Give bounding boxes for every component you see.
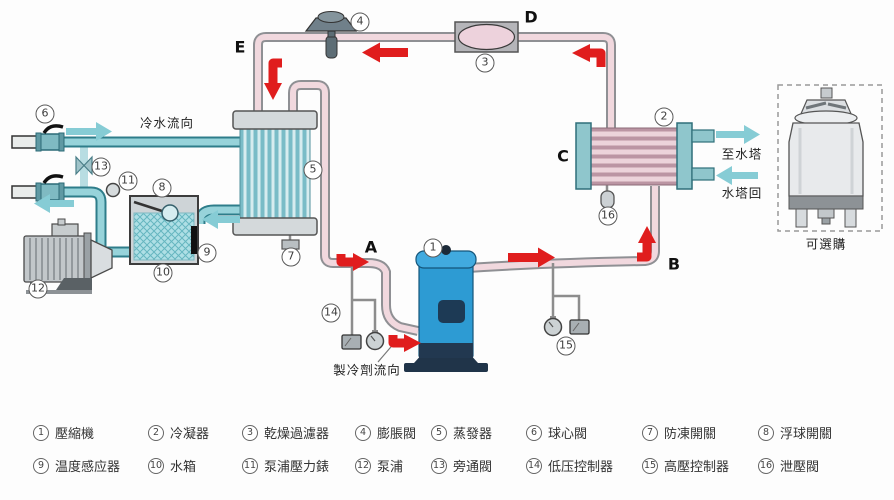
water-tank xyxy=(129,195,199,265)
cooling-tower-return-label: 水塔回 xyxy=(721,185,763,201)
legend-num: 7 xyxy=(642,424,658,441)
optional-purchase-label: 可選購 xyxy=(805,236,847,252)
legend-item-ball-valve: 6 球心閥 xyxy=(526,424,588,442)
legend-item-pump-pressure-gauge: 11 泵浦壓力錶 xyxy=(242,457,330,475)
drier-filter xyxy=(454,21,519,53)
badge-pump-pressure-gauge: 11 xyxy=(118,171,138,191)
legend-label: 防凍開關 xyxy=(664,427,717,442)
legend-label: 乾燥過濾器 xyxy=(264,427,330,442)
refrigerant-piping xyxy=(253,32,660,336)
legend-num: 1 xyxy=(33,424,49,441)
legend-num: 6 xyxy=(526,424,542,441)
legend-label: 泵浦 xyxy=(377,460,404,475)
chilled-water-piping xyxy=(30,136,240,258)
legend-item-compressor: 1 壓縮機 xyxy=(33,424,95,442)
badge-relief-valve: 16 xyxy=(598,206,618,226)
legend-label: 浮球開關 xyxy=(780,427,833,442)
controller-sensing-lines xyxy=(288,185,609,336)
legend-item-relief-valve: 16 泄壓閥 xyxy=(758,457,820,475)
high-pressure-controller xyxy=(543,316,590,337)
legend-num: 2 xyxy=(148,424,164,441)
legend-item-drier-filter: 3 乾燥過濾器 xyxy=(242,424,330,442)
low-pressure-controller xyxy=(341,330,385,351)
expansion-valve xyxy=(304,11,358,59)
legend-item-pump: 12 泵浦 xyxy=(355,457,404,475)
pump-pressure-gauge xyxy=(105,182,121,198)
legend-num: 16 xyxy=(758,457,774,474)
badge-high-pressure-controller: 15 xyxy=(556,336,576,356)
legend-label: 球心閥 xyxy=(548,427,588,442)
legend-label: 高壓控制器 xyxy=(664,460,730,475)
legend-item-bypass-valve: 13 旁通閥 xyxy=(431,457,493,475)
legend-num: 10 xyxy=(148,457,164,474)
legend-label: 冷凝器 xyxy=(170,427,210,442)
evaporator xyxy=(232,110,318,236)
legend-item-temperature-sensor: 9 温度感应器 xyxy=(33,457,121,475)
flow-point-e: E xyxy=(234,37,246,57)
legend-num: 14 xyxy=(526,457,542,474)
legend-label: 旁通閥 xyxy=(453,460,493,475)
legend-label: 低压控制器 xyxy=(548,460,614,475)
legend-num: 8 xyxy=(758,424,774,441)
badge-anti-freeze-switch: 7 xyxy=(281,247,301,267)
float-switch xyxy=(133,200,163,213)
flow-point-a: A xyxy=(364,237,378,257)
badge-compressor: 1 xyxy=(423,238,443,258)
badge-expansion-valve: 4 xyxy=(350,12,370,32)
flow-point-b: B xyxy=(667,254,681,274)
legend-item-water-tank: 10 水箱 xyxy=(148,457,197,475)
legend-item-low-pressure-controller: 14 低压控制器 xyxy=(526,457,614,475)
legend-label: 泄壓閥 xyxy=(780,460,820,475)
badge-pump: 12 xyxy=(28,279,48,299)
condenser xyxy=(575,122,715,190)
legend-num: 13 xyxy=(431,457,447,474)
pressure-relief-valve xyxy=(600,190,615,209)
badge-bypass-valve: 13 xyxy=(91,157,111,177)
badge-drier-filter: 3 xyxy=(475,53,495,73)
flow-point-c: C xyxy=(557,146,569,166)
badge-water-tank: 10 xyxy=(153,263,173,283)
badge-low-pressure-controller: 14 xyxy=(321,303,341,323)
legend-item-evaporator: 5 蒸發器 xyxy=(431,424,493,442)
badge-float-switch: 8 xyxy=(152,178,172,198)
legend-item-condenser: 2 冷凝器 xyxy=(148,424,210,442)
legend-num: 4 xyxy=(355,424,371,441)
legend-item-expansion-valve: 4 膨脹閥 xyxy=(355,424,417,442)
water-flow-arrows xyxy=(34,122,760,229)
legend-label: 膨脹閥 xyxy=(377,427,417,442)
legend-label: 温度感应器 xyxy=(55,460,121,475)
refrigerant-flow-label: 製冷劑流向 xyxy=(333,362,401,378)
cooling-tower xyxy=(777,84,883,232)
badge-ball-valve: 6 xyxy=(35,104,55,124)
legend-num: 15 xyxy=(642,457,658,474)
legend-label: 壓縮機 xyxy=(55,427,95,442)
bypass-valve xyxy=(75,155,93,176)
ball-valve-top xyxy=(11,124,65,152)
badge-temperature-sensor: 9 xyxy=(197,243,217,263)
flow-point-d: D xyxy=(524,7,538,27)
legend-num: 11 xyxy=(242,457,258,474)
legend-label: 水箱 xyxy=(170,460,197,475)
to-cooling-tower-label: 至水塔 xyxy=(721,146,763,162)
legend-label: 蒸發器 xyxy=(453,427,493,442)
legend-num: 3 xyxy=(242,424,258,441)
legend-item-high-pressure-controller: 15 高壓控制器 xyxy=(642,457,730,475)
compressor xyxy=(404,245,488,372)
legend-num: 12 xyxy=(355,457,371,474)
badge-condenser: 2 xyxy=(654,107,674,127)
legend-label: 泵浦壓力錶 xyxy=(264,460,330,475)
legend-num: 9 xyxy=(33,457,49,474)
refrigerant-flow-arrows xyxy=(264,42,656,352)
legend-num: 5 xyxy=(431,424,447,441)
temperature-sensor xyxy=(191,226,197,254)
legend-item-float-switch: 8 浮球開關 xyxy=(758,424,833,442)
pump xyxy=(23,218,113,294)
legend-item-anti-freeze-switch: 7 防凍開關 xyxy=(642,424,717,442)
ball-valve-bottom xyxy=(11,174,65,202)
chilled-water-flow-label: 冷水流向 xyxy=(139,115,195,131)
badge-evaporator: 5 xyxy=(303,160,323,180)
